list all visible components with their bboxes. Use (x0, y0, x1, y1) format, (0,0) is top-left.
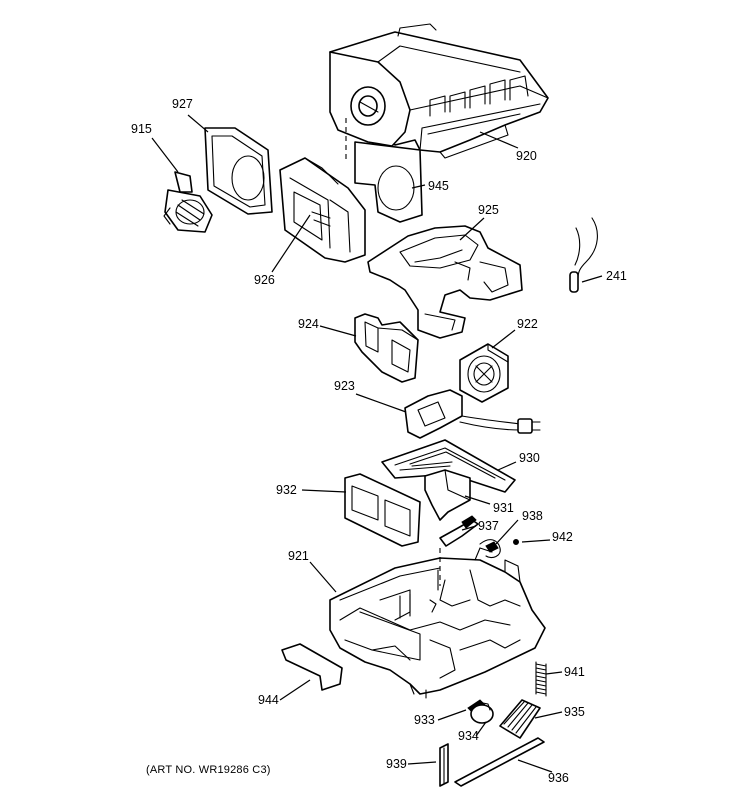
part-921-base (329, 547, 546, 699)
callout-945: 945 (428, 179, 449, 193)
part-915-actuator (163, 171, 213, 233)
callout-927: 927 (172, 97, 193, 111)
leader-lines (151, 114, 603, 773)
callout-944: 944 (258, 693, 279, 707)
part-920-housing (329, 23, 549, 159)
callout-941: 941 (564, 665, 585, 679)
callout-922: 922 (517, 317, 538, 331)
callout-934: 934 (458, 729, 479, 743)
part-935-grille (499, 699, 541, 739)
part-932-frame (344, 473, 421, 547)
callout-915: 915 (131, 122, 152, 136)
callout-923: 923 (334, 379, 355, 393)
callout-921: 921 (288, 549, 309, 563)
part-931-bracket (424, 469, 471, 521)
callout-937: 937 (478, 519, 499, 533)
callout-935: 935 (564, 705, 585, 719)
part-241-thermistor (569, 217, 598, 293)
part-927-gasket (204, 127, 273, 215)
part-938-bracket (479, 539, 501, 559)
part-926-duct (279, 157, 366, 263)
part-925-shroud (367, 225, 523, 339)
callout-926: 926 (254, 273, 275, 287)
part-937-switch (439, 515, 479, 547)
art-number: (ART NO. WR19286 C3) (146, 764, 271, 776)
callout-924: 924 (298, 317, 319, 331)
part-941-spring (535, 661, 547, 697)
callout-933: 933 (414, 713, 435, 727)
callout-932: 932 (276, 483, 297, 497)
part-922-fan (459, 343, 509, 403)
part-939-lens (439, 743, 449, 787)
callout-920: 920 (516, 149, 537, 163)
part-942-screw (513, 539, 519, 545)
part-924-damper (354, 313, 419, 383)
callout-938: 938 (522, 509, 543, 523)
part-930-heater (381, 439, 516, 493)
callout-939: 939 (386, 757, 407, 771)
callout-942: 942 (552, 530, 573, 544)
part-934-bulb (470, 701, 494, 724)
callout-931: 931 (493, 501, 514, 515)
part-944-pad (281, 643, 343, 691)
callout-925: 925 (478, 203, 499, 217)
part-923-duct (404, 389, 541, 439)
callout-936: 936 (548, 771, 569, 785)
part-936-trim (454, 737, 545, 787)
callout-241: 241 (606, 269, 627, 283)
callout-930: 930 (519, 451, 540, 465)
